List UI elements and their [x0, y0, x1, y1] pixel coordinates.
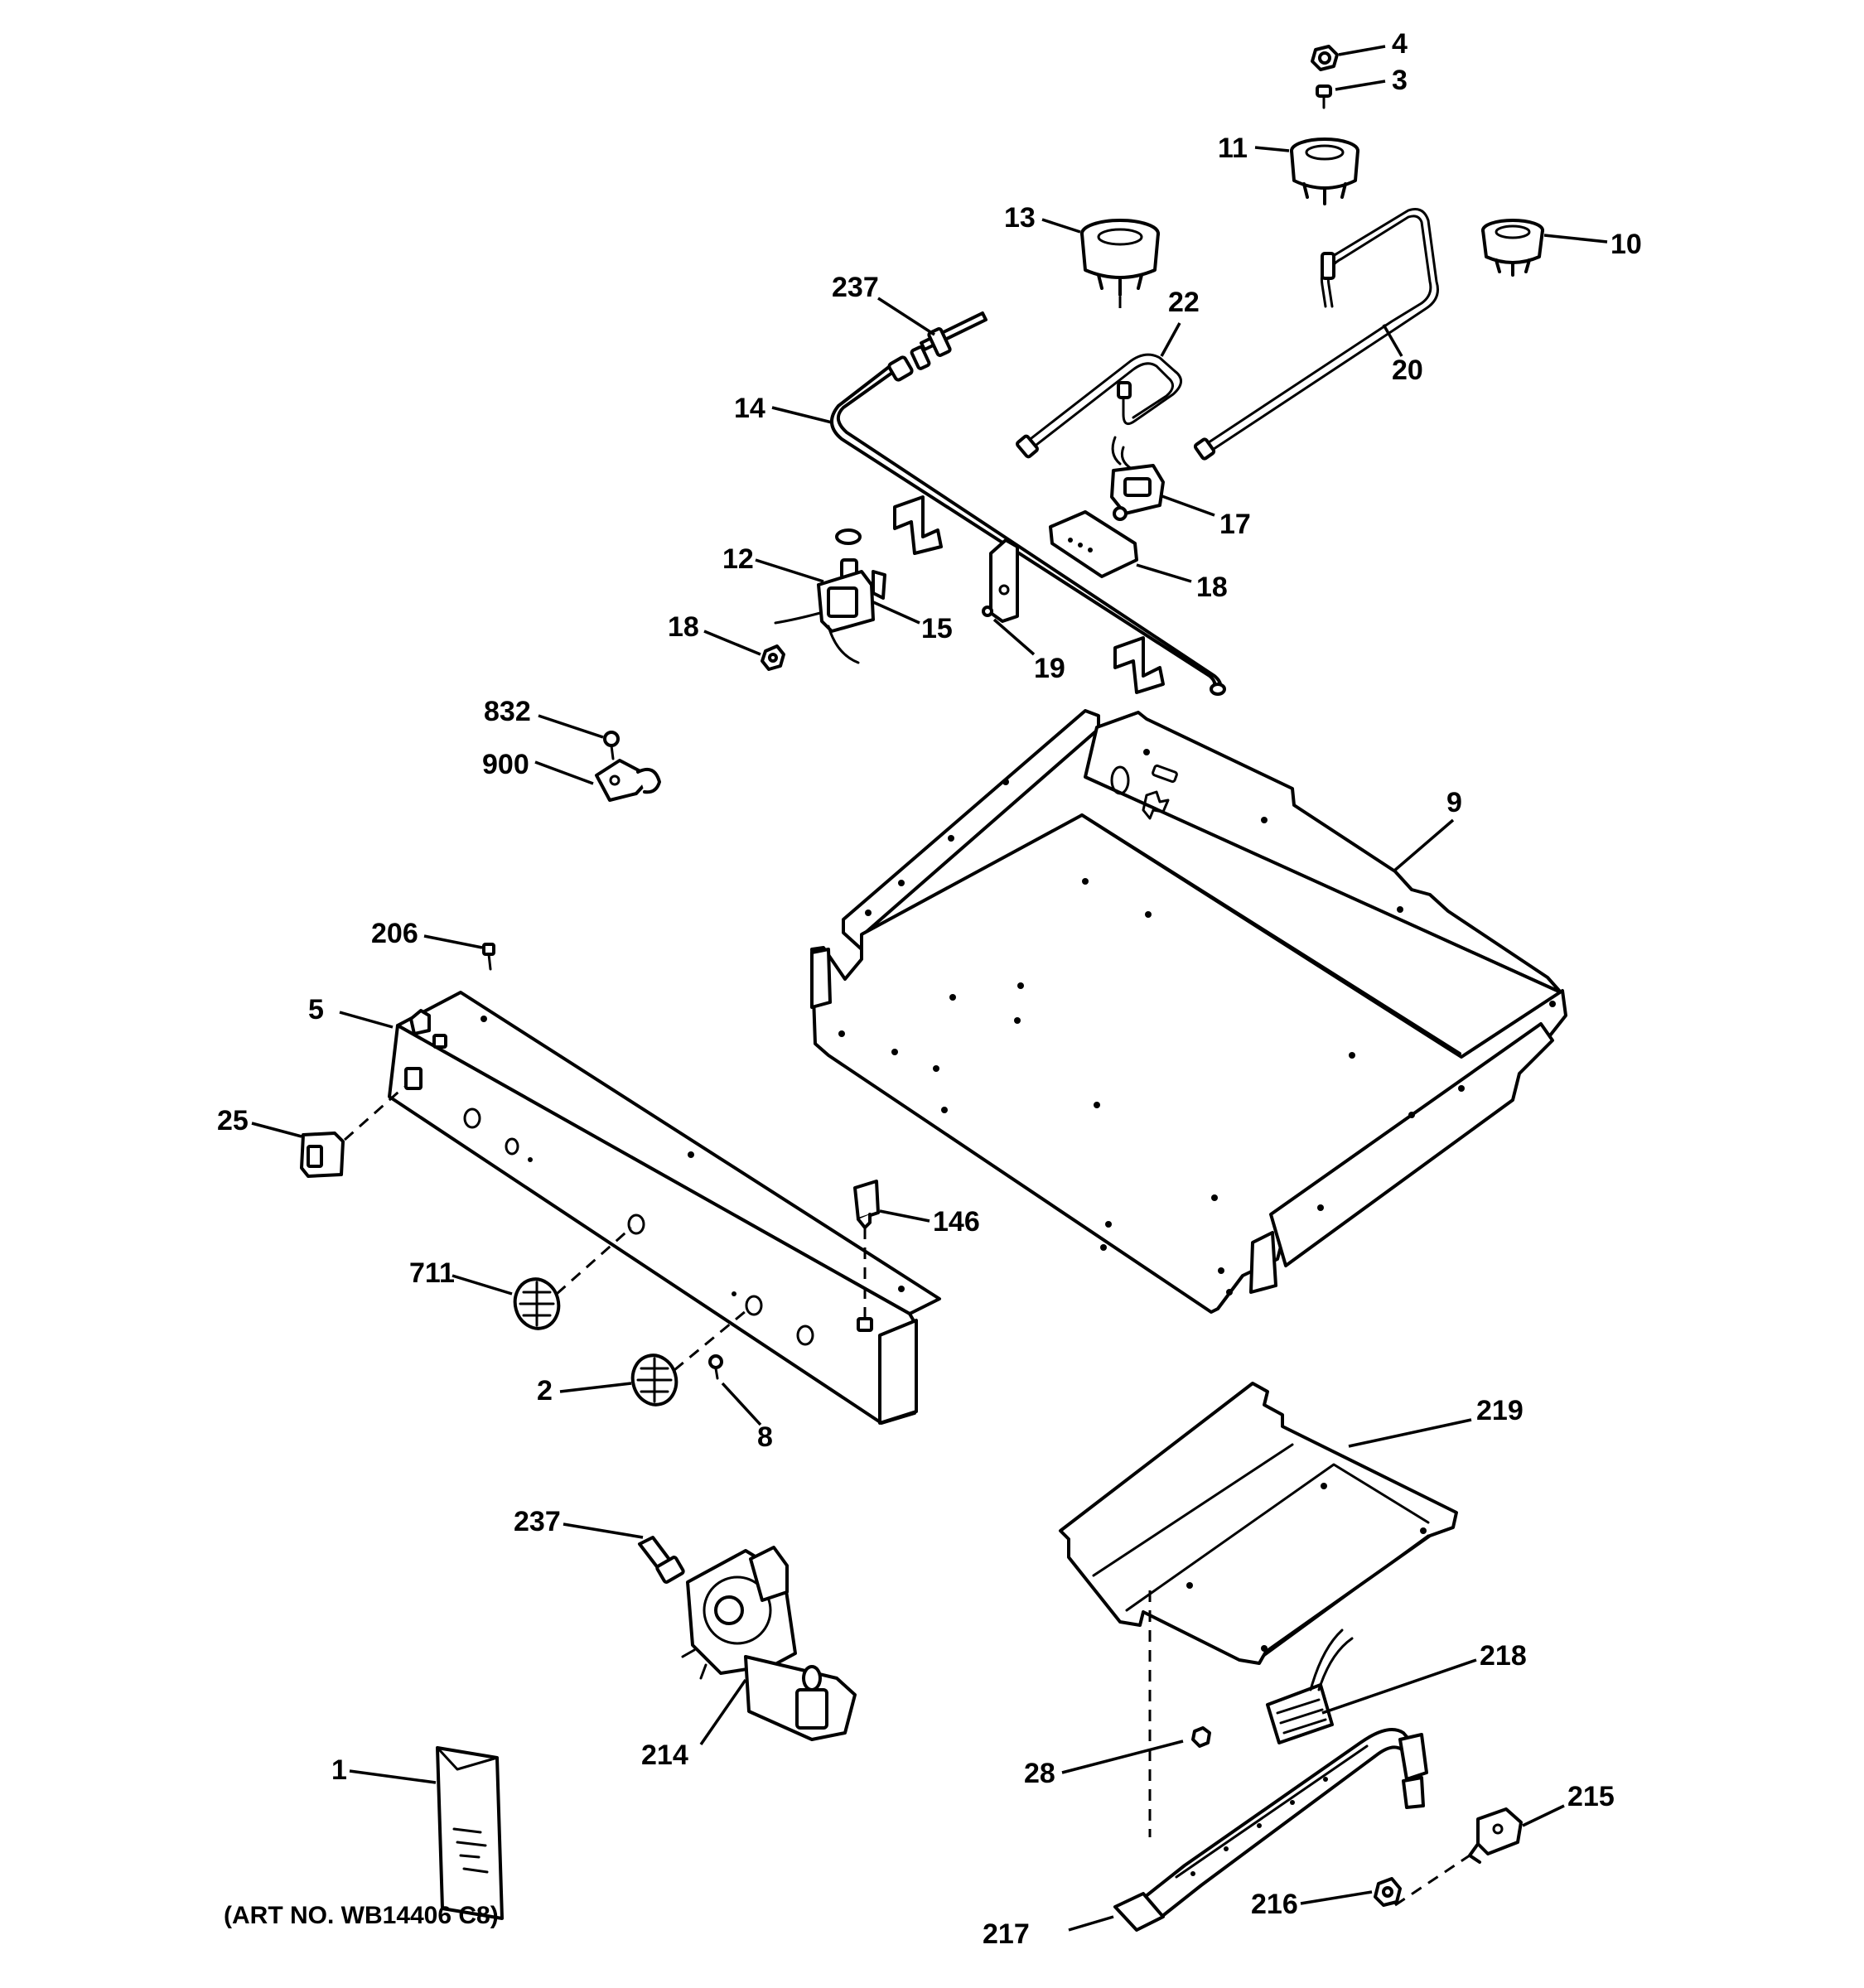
label-20: 20 [1392, 355, 1423, 386]
label-11: 11 [1218, 133, 1248, 164]
label-18-upper: 18 [1196, 572, 1228, 603]
part-219-shield [1059, 1382, 1472, 1837]
label-217: 217 [983, 1918, 1030, 1950]
part-12-valve [755, 528, 875, 664]
part-214-regulator [681, 1546, 857, 1745]
art-number: (ART NO. WB14406 C8) [224, 1902, 499, 1929]
label-237-top: 237 [832, 272, 879, 303]
part-9-burner-box [810, 709, 1567, 1314]
label-28: 28 [1024, 1758, 1055, 1789]
label-832: 832 [484, 696, 531, 727]
part-17-module [1110, 436, 1215, 521]
part-3-screw [1316, 80, 1386, 109]
label-12: 12 [722, 543, 754, 575]
label-206: 206 [371, 918, 418, 949]
label-25: 25 [217, 1105, 249, 1136]
part-217-burner-tube [1068, 1728, 1428, 1932]
label-17: 17 [1219, 509, 1251, 540]
part-1-literature [349, 1746, 504, 1920]
part-28-nut [1061, 1726, 1211, 1774]
part-8-screw [708, 1354, 762, 1426]
label-18-lower: 18 [668, 611, 699, 643]
part-14-manifold [771, 355, 1226, 696]
label-900: 900 [482, 749, 529, 780]
label-237-lower: 237 [514, 1506, 561, 1537]
part-237-fitting-top [877, 297, 988, 370]
part-216-nut [1300, 1877, 1402, 1907]
part-22-tube [1016, 322, 1182, 459]
part-218-igniter [1266, 1629, 1477, 1744]
part-18-nut-lower [703, 630, 785, 671]
label-19: 19 [1034, 653, 1065, 684]
part-labels: 4 3 11 13 10 237 22 20 14 17 18 12 15 18… [217, 28, 1642, 1950]
part-146-clip [853, 1180, 930, 1317]
part-832-screw [538, 714, 620, 760]
part-18-bracket-upper [1049, 510, 1192, 583]
label-3: 3 [1392, 65, 1408, 96]
part-11-burner [1254, 138, 1359, 205]
label-22: 22 [1168, 287, 1200, 318]
part-215-bracket [1394, 1804, 1565, 1907]
label-9: 9 [1446, 787, 1462, 818]
label-146: 146 [933, 1206, 980, 1238]
label-15: 15 [921, 613, 953, 644]
label-2: 2 [537, 1375, 553, 1407]
label-1: 1 [331, 1754, 347, 1786]
part-206-screw [423, 934, 495, 971]
part-25-switch [251, 1085, 405, 1178]
part-20-tube [1193, 208, 1439, 461]
part-5-control-panel [339, 991, 941, 1425]
part-237-fitting-lower [563, 1522, 685, 1584]
part-15-clip [871, 570, 920, 625]
part-10-burner [1481, 219, 1608, 277]
label-5: 5 [308, 994, 324, 1025]
label-13: 13 [1004, 202, 1036, 234]
label-214: 214 [641, 1740, 688, 1771]
label-219: 219 [1476, 1395, 1524, 1426]
part-4-nut [1311, 45, 1386, 71]
part-900-clip [534, 759, 661, 802]
label-14: 14 [734, 393, 765, 424]
label-218: 218 [1480, 1640, 1527, 1672]
label-10: 10 [1610, 229, 1642, 260]
label-216: 216 [1251, 1889, 1298, 1920]
part-13-burner [1041, 218, 1160, 308]
label-215: 215 [1567, 1781, 1615, 1812]
label-711: 711 [409, 1257, 455, 1289]
part-19-screw [982, 606, 1036, 656]
label-8: 8 [757, 1421, 773, 1453]
label-4: 4 [1392, 28, 1408, 60]
part-2-knob [559, 1305, 751, 1407]
part-711-knob [452, 1226, 632, 1330]
